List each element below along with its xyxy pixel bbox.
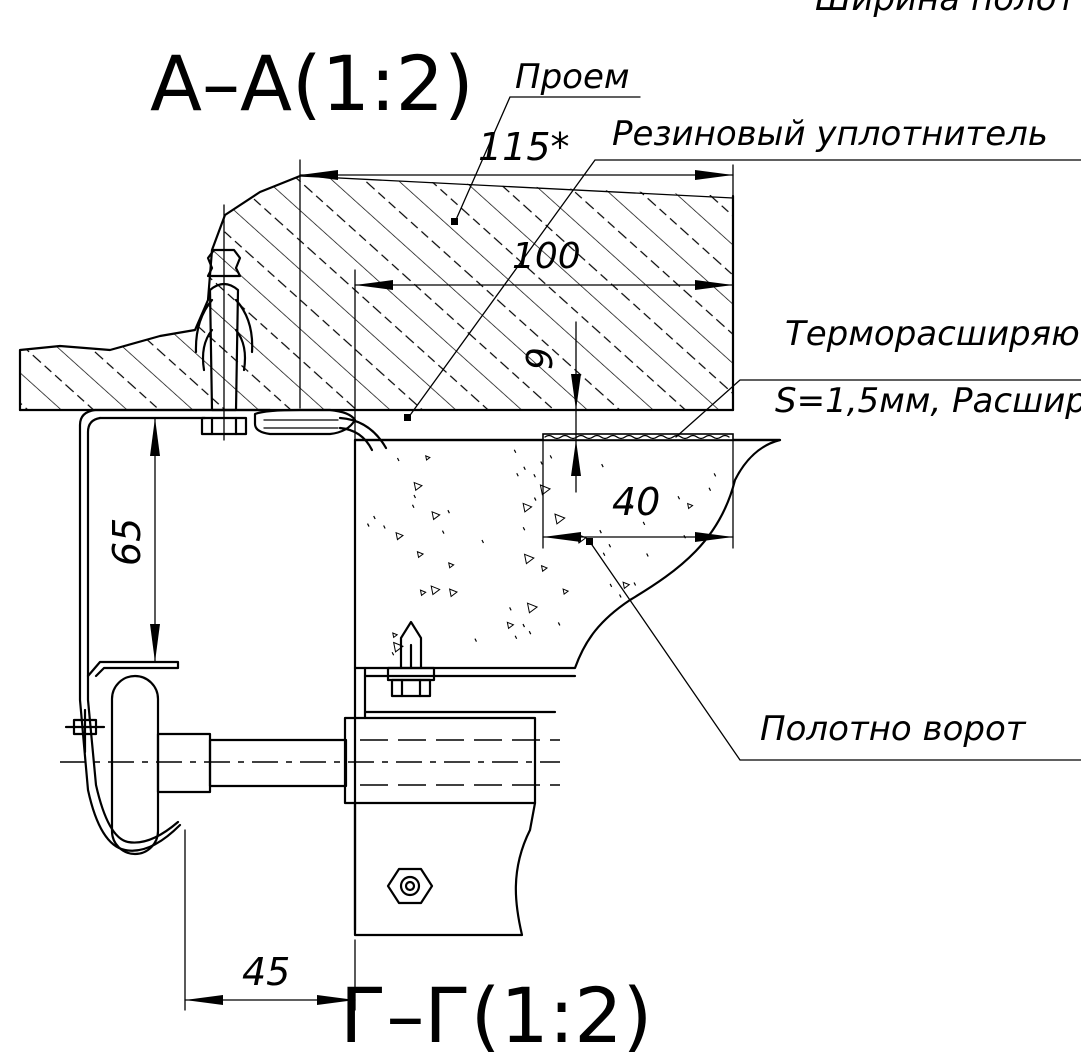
leader-lines [404,96,1081,761]
dim-65: 65 [105,518,149,566]
speckle-triangle [526,602,539,614]
speckle-dot [549,455,553,459]
speckle-dot [619,594,622,598]
speckle-triangle [419,589,427,597]
speckle-dot [509,607,512,611]
speckle-dot [646,553,649,557]
speckle-dot [629,503,633,508]
speckle-triangle [448,588,459,598]
speckle-triangle [506,621,515,630]
speckle-dot [522,623,526,628]
speckle-triangle [395,531,404,541]
speckle-triangle [554,513,566,525]
speckle-triangle [425,455,431,461]
dim-100: 100 [512,236,581,277]
speckle-dot [533,474,536,478]
speckle-dot [513,449,517,454]
concrete-speckles [366,449,717,656]
speckle-dot [540,461,543,465]
speckle-dot [602,552,606,557]
leaf-bolt [386,620,436,698]
speckle-triangle [413,481,423,492]
speckle-triangle [416,550,425,559]
speckle-dot [396,457,400,462]
dim-40: 40 [612,480,660,524]
speckle-dot [474,638,477,642]
speckle-dot [447,509,450,514]
dim-115: 115* [478,125,570,169]
label-top-cut: Ширина полот [815,0,1078,19]
thermo-strip [542,433,734,441]
speckle-triangle [539,484,552,496]
speckle-dot [533,497,537,501]
handle-assembly [60,666,577,937]
speckle-triangle [562,588,570,595]
speckle-triangle [392,632,399,639]
section-title-gg: Г–Г(1:2) [340,971,652,1058]
speckle-dot [608,543,612,548]
section-title-aa: А–А(1:2) [150,39,474,128]
speckle-dot [366,523,370,527]
speckle-dot [528,630,532,635]
dim-9: 9 [520,347,561,370]
speckle-dot [708,487,712,491]
speckle-triangle [523,553,535,565]
speckle-dot [713,473,717,477]
speckle-dot [441,530,445,534]
dimension-lines [150,159,734,1011]
dim-45: 45 [242,950,290,994]
speckle-dot [609,583,613,588]
speckle-triangle [431,511,441,521]
label-opening: Проем [515,57,630,97]
speckle-dot [516,472,519,477]
speckle-dot [522,526,526,531]
label-thermo-2: S=1,5мм, Расшир [775,381,1081,421]
hex-nut-icon [386,867,434,905]
speckle-dot [642,521,646,526]
speckle-triangle [392,641,404,653]
speckle-dot [557,622,561,626]
speckle-dot [373,515,376,520]
rubber-seal [253,408,388,452]
wall-section [18,174,735,412]
wall-anchor [194,204,254,441]
speckle-triangle [448,562,455,569]
speckle-triangle [686,502,694,510]
speckle-dot [601,463,604,468]
label-thermo-1: Терморасширяющ [785,314,1081,354]
speckle-triangle [622,581,631,590]
speckle-dot [411,504,415,509]
speckle-dot [633,582,637,586]
speckle-dot [391,652,395,656]
speckle-dot [677,495,681,500]
text-labels: Ширина полот А–А(1:2) Проем 115* Резинов… [105,0,1081,1058]
speckle-dot [383,525,386,529]
speckle-triangle [522,502,533,513]
label-seal: Резиновый уплотнитель [612,114,1048,154]
frame-profile [78,408,272,852]
speckle-dot [413,494,416,499]
speckle-dot [514,635,518,640]
speckle-dot [599,529,602,534]
label-leaf: Полотно ворот [760,709,1027,749]
speckle-triangle [430,585,441,596]
speckle-dot [523,466,526,471]
speckle-triangle [540,564,549,573]
speckle-dot [481,539,485,544]
